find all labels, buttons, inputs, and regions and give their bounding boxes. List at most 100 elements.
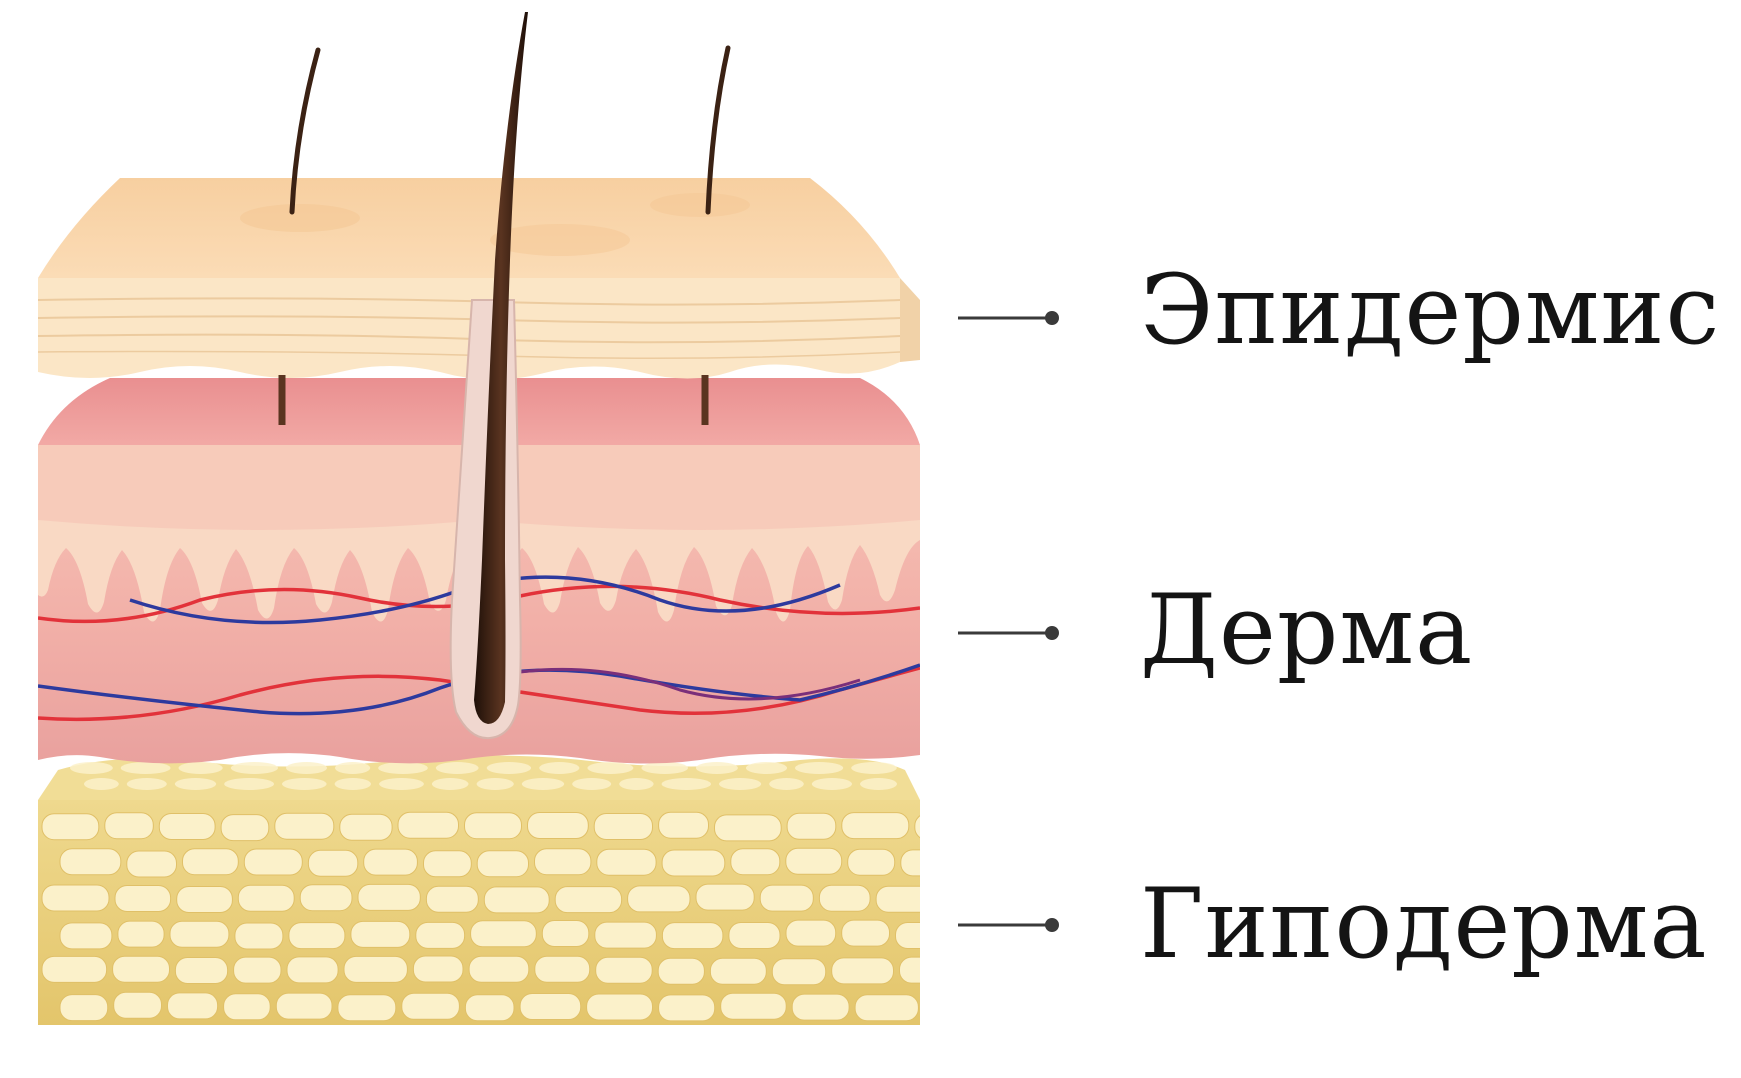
fat-cell xyxy=(402,993,460,1019)
fat-cell xyxy=(860,778,897,790)
fat-cell xyxy=(465,995,514,1021)
fat-cell xyxy=(183,849,239,875)
fat-cell xyxy=(379,778,424,790)
fat-cell xyxy=(60,849,121,875)
fat-cell xyxy=(224,994,271,1020)
fat-cell xyxy=(168,993,218,1019)
fat-cell xyxy=(662,923,723,949)
fat-cell xyxy=(121,762,171,774)
fat-cell xyxy=(851,762,897,774)
fat-cell xyxy=(105,813,154,839)
fat-cell xyxy=(114,992,162,1018)
fat-cell xyxy=(769,778,804,790)
fat-cell xyxy=(308,850,357,876)
fat-cell xyxy=(175,778,216,790)
fat-cell xyxy=(746,762,787,774)
fat-cell xyxy=(619,778,653,790)
fat-cell xyxy=(900,957,952,983)
label-dermis: Дерма xyxy=(1140,582,1473,678)
fat-cell xyxy=(118,921,164,947)
label-epidermis: Эпидермис xyxy=(1140,262,1720,358)
fat-cell xyxy=(378,762,428,774)
fat-cell xyxy=(587,994,653,1020)
fat-cell xyxy=(597,849,656,875)
fat-cell xyxy=(364,849,418,875)
fat-cell xyxy=(224,778,274,790)
fat-cell xyxy=(465,813,522,839)
leader-epidermis xyxy=(958,311,1059,325)
fat-cell xyxy=(662,850,725,876)
fat-cell xyxy=(351,921,410,947)
fat-cell xyxy=(832,958,894,984)
fat-cell xyxy=(338,995,396,1021)
fat-cell xyxy=(358,884,420,910)
fat-cell xyxy=(842,920,890,946)
fat-cell xyxy=(113,956,170,982)
fat-cell xyxy=(819,885,870,911)
fat-cell xyxy=(522,778,564,790)
fat-cell xyxy=(287,957,338,983)
fat-cell xyxy=(115,886,171,912)
fat-cell xyxy=(659,995,715,1021)
fat-cell xyxy=(542,921,589,947)
fat-cell xyxy=(286,762,327,774)
fat-cell xyxy=(289,923,345,949)
fat-cell xyxy=(520,994,581,1020)
fat-cell xyxy=(471,921,537,947)
fat-cell xyxy=(594,814,652,840)
fat-cell xyxy=(398,812,459,838)
fat-cell xyxy=(235,923,283,949)
fat-cell xyxy=(535,956,590,982)
fat-cell xyxy=(915,814,970,840)
fat-cell xyxy=(587,762,633,774)
fat-cell xyxy=(244,849,302,875)
fat-cell xyxy=(179,762,223,774)
fat-cell xyxy=(795,762,843,774)
fat-cell xyxy=(731,849,780,875)
fat-cell xyxy=(42,885,109,911)
fat-cell xyxy=(432,778,469,790)
fat-cell xyxy=(175,958,227,984)
fat-cell xyxy=(127,851,177,877)
fat-cell xyxy=(413,956,463,982)
fat-cell xyxy=(424,851,472,877)
fat-cell xyxy=(659,812,709,838)
fat-cell xyxy=(555,887,621,913)
fat-cell xyxy=(159,814,215,840)
fat-cell xyxy=(276,993,332,1019)
leader-hypodermis xyxy=(958,918,1059,932)
fat-cell xyxy=(772,959,825,985)
fat-cell xyxy=(416,922,465,948)
fat-cell xyxy=(127,778,167,790)
fat-cell xyxy=(848,849,895,875)
fat-cell xyxy=(42,956,107,982)
label-hypodermis: Гиподерма xyxy=(1140,876,1708,972)
fat-cell xyxy=(234,957,281,983)
fat-cell xyxy=(710,958,766,984)
fat-cell xyxy=(786,920,836,946)
fat-cell xyxy=(855,995,918,1021)
fat-cell xyxy=(658,958,704,984)
fat-cell xyxy=(177,887,233,913)
fat-cell xyxy=(876,886,937,912)
fat-cell xyxy=(792,994,849,1020)
fat-cell xyxy=(469,956,529,982)
fat-cell xyxy=(715,815,782,841)
fat-cell xyxy=(662,778,711,790)
fat-cell xyxy=(436,762,479,774)
fat-cell xyxy=(275,813,334,839)
fat-cell xyxy=(84,778,119,790)
fat-cell xyxy=(721,993,787,1019)
leader-dermis xyxy=(958,626,1059,640)
fat-cell xyxy=(896,923,954,949)
fat-cell xyxy=(641,762,688,774)
fat-cell xyxy=(696,884,754,910)
fat-cell xyxy=(729,923,780,949)
fat-cell xyxy=(300,885,352,911)
fat-cell xyxy=(42,814,99,840)
fat-cell xyxy=(539,762,579,774)
fat-cell xyxy=(487,762,531,774)
fat-cell xyxy=(760,885,813,911)
fat-cell xyxy=(535,849,591,875)
